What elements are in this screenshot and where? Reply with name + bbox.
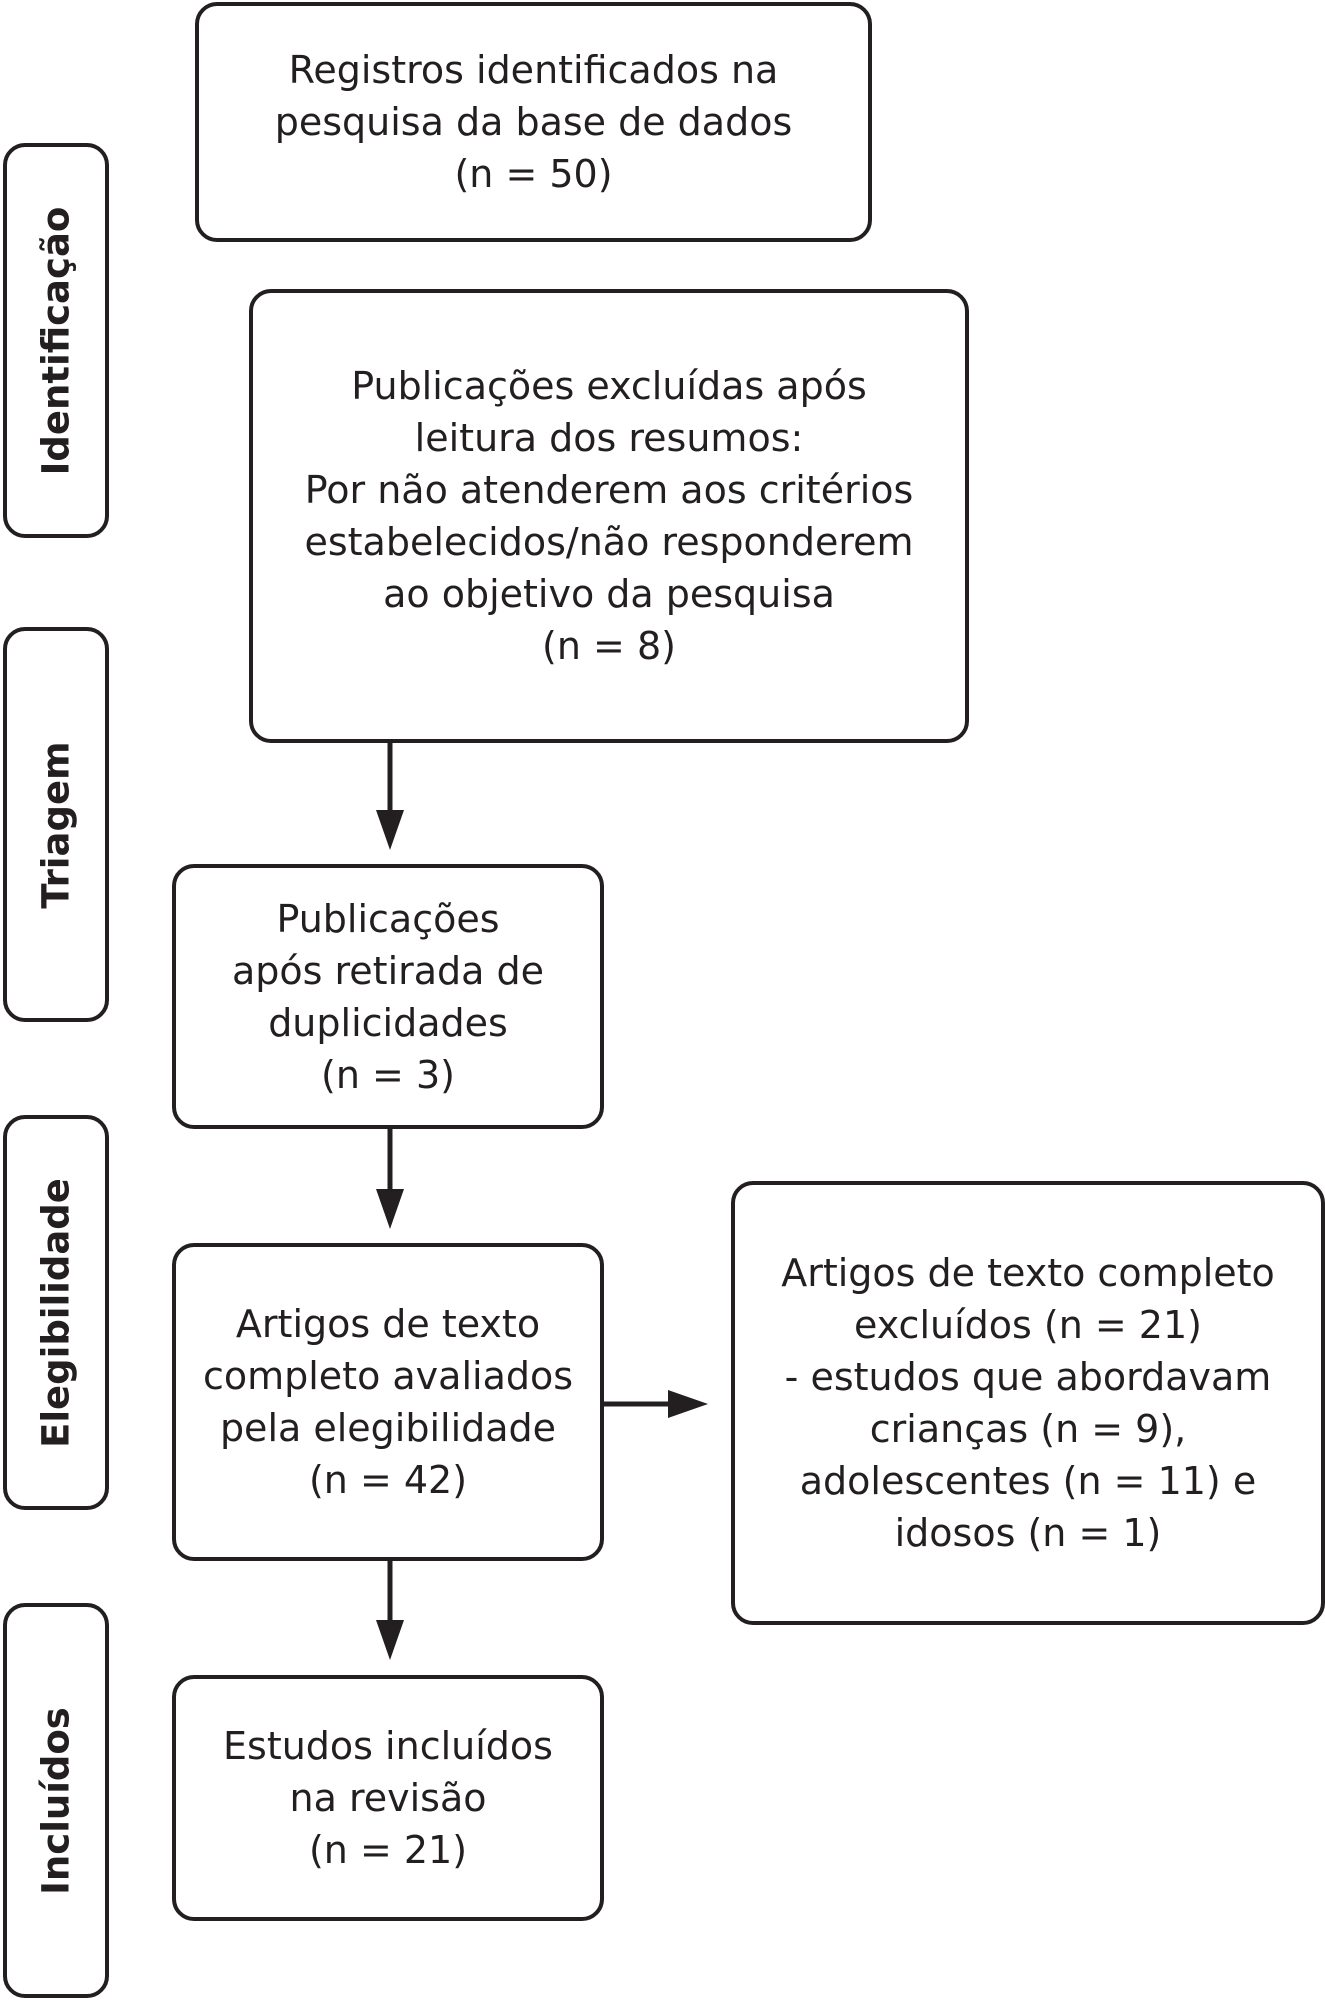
excluded-abstracts-line-5: ao objetivo da pesquisa [383,572,835,616]
fulltext-assessed-box: Artigos de texto completo avaliados pela… [172,1243,604,1561]
deduplicated-line-4: (n = 3) [321,1052,455,1097]
deduplicated-line-1: Publicações [276,896,500,941]
fulltext-excluded-box: Artigos de texto completo excluídos (n =… [731,1181,1325,1625]
deduplicated-line-2: após retirada de [231,948,545,993]
included-line-1: Estudos incluídos [223,1724,553,1768]
records-line-1: Registros identificados na [288,48,779,92]
fulltext-assessed-line-2: completo avaliados [202,1354,574,1398]
arrow-head-to-fulltext [376,1189,404,1229]
fulltext-excluded-line-6: idosos (n = 1) [894,1511,1162,1555]
excluded-abstracts-line-6: (n = 8) [542,624,676,668]
excluded-abstracts-line-1: Publicações excluídas após [351,364,867,408]
records-line-3: (n = 50) [454,152,613,196]
records-line-2: pesquisa da base de dados [274,100,793,144]
fulltext-excluded-line-4: crianças (n = 9), [869,1407,1187,1451]
fulltext-excluded-line-1: Artigos de texto completo [781,1251,1275,1295]
included-line-3: (n = 21) [308,1828,468,1872]
phase-elegibilidade: Elegibilidade [3,1115,109,1510]
arrow-head-to-deduplicated [376,810,404,850]
fulltext-assessed-line-1: Artigos de texto [235,1302,541,1346]
records-identified-box: Registros identificados na pesquisa da b… [195,2,872,242]
excluded-after-abstracts-box: Publicações excluídas após leitura dos r… [249,289,969,743]
included-studies-box: Estudos incluídos na revisão (n = 21) [172,1675,604,1921]
fulltext-assessed-line-3: pela elegibilidade [219,1406,557,1450]
arrow-head-to-excluded [668,1390,708,1418]
phase-identificacao: Identificação [3,143,109,538]
phase-incluidos: Incluídos [3,1603,109,1998]
deduplicated-line-3: duplicidades [268,1000,508,1045]
fulltext-assessed-line-4: (n = 42) [308,1458,468,1502]
after-deduplication-box: Publicações após retirada de duplicidade… [172,864,604,1129]
included-line-2: na revisão [289,1776,487,1820]
arrow-head-to-included [376,1620,404,1660]
fulltext-excluded-line-2: excluídos (n = 21) [854,1303,1202,1347]
excluded-abstracts-line-4: estabelecidos/não responderem [304,520,914,564]
phase-triagem: Triagem [3,627,109,1022]
excluded-abstracts-line-3: Por não atenderem aos critérios [304,468,914,512]
excluded-abstracts-line-2: leitura dos resumos: [414,416,804,460]
fulltext-excluded-line-3: - estudos que abordavam [784,1355,1272,1399]
fulltext-excluded-line-5: adolescentes (n = 11) e [799,1459,1257,1503]
